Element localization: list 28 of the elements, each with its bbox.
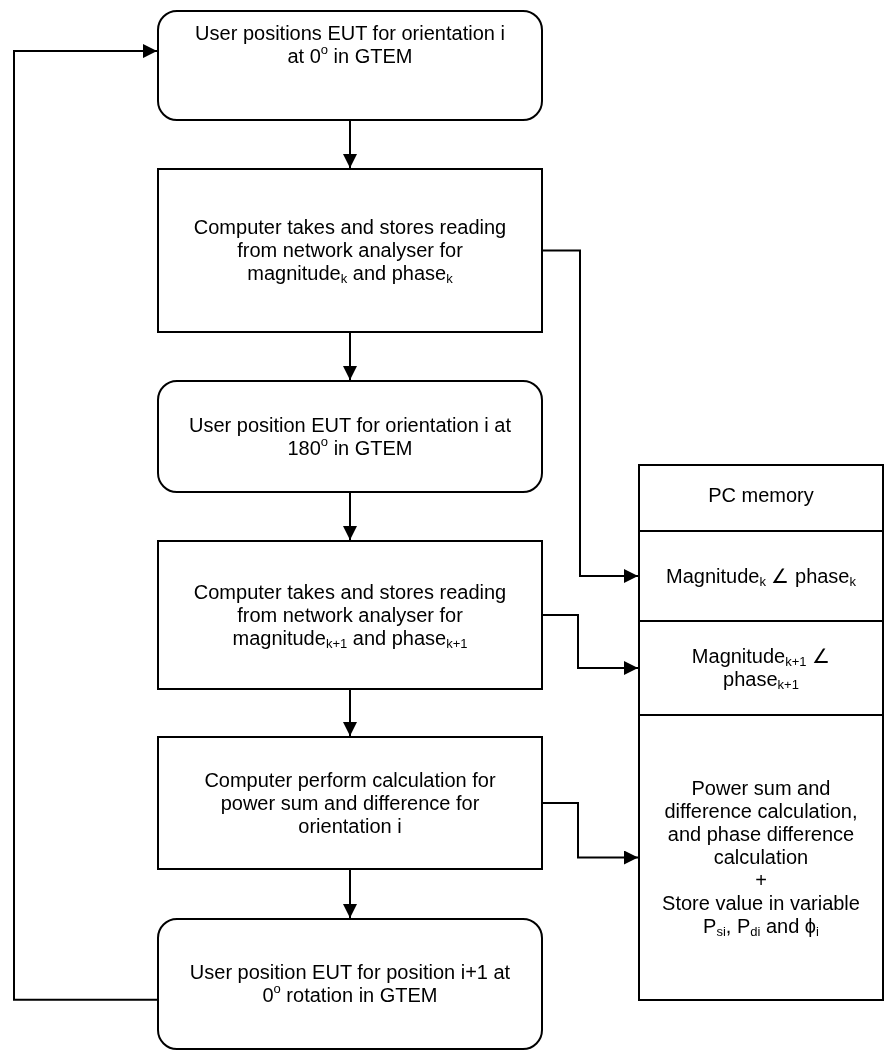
node-text: Power sum and difference calculation, and phase difference calculation <box>663 777 859 869</box>
node-text: User positions EUT for orientation i at 0$^{o}$ in GTEM <box>194 22 506 68</box>
node-text: Computer takes and stores reading from network analyser for magnitude$_{k+1}$ and phase$_{k+1}$ <box>192 580 508 650</box>
node-text: Store value in variable P$_{si}$, P$_{di}$ and ϕ$_{i}$ <box>661 892 861 938</box>
node-text: User position EUT for position i+1 at 0$^{o}$ rotation in GTEM <box>188 961 512 1007</box>
process-box <box>157 540 543 690</box>
node-text: Computer takes and stores reading from network analyser for magnitude$_{k}$ and phase$_{k}$ <box>192 216 508 285</box>
node-text: Magnitude$_{k+1}$ ∠ phase$_{k+1}$ <box>690 645 832 691</box>
node-text: Computer perform calculation for power sum and difference for orientation i <box>203 768 497 838</box>
node-text: + <box>755 869 767 892</box>
process-box <box>157 168 543 333</box>
arrow <box>343 120 357 169</box>
rounded-process-box <box>157 10 543 121</box>
arrow <box>542 249 639 583</box>
arrow <box>542 614 639 675</box>
rounded-process-box <box>157 380 543 493</box>
node-text: PC memory <box>708 484 814 507</box>
arrow <box>343 332 357 381</box>
node-text: User position EUT for orientation i at 180$^{o}$ in GTEM <box>188 413 512 460</box>
arrow <box>542 802 639 865</box>
process-box <box>157 736 543 870</box>
arrow <box>343 492 357 541</box>
arrow <box>13 44 158 1001</box>
rounded-process-box <box>157 918 543 1050</box>
memory-table <box>638 464 884 1001</box>
arrow <box>343 689 357 737</box>
node-text: Magnitude$_{k}$ ∠ phase$_{k}$ <box>666 564 856 588</box>
arrow <box>343 869 357 919</box>
